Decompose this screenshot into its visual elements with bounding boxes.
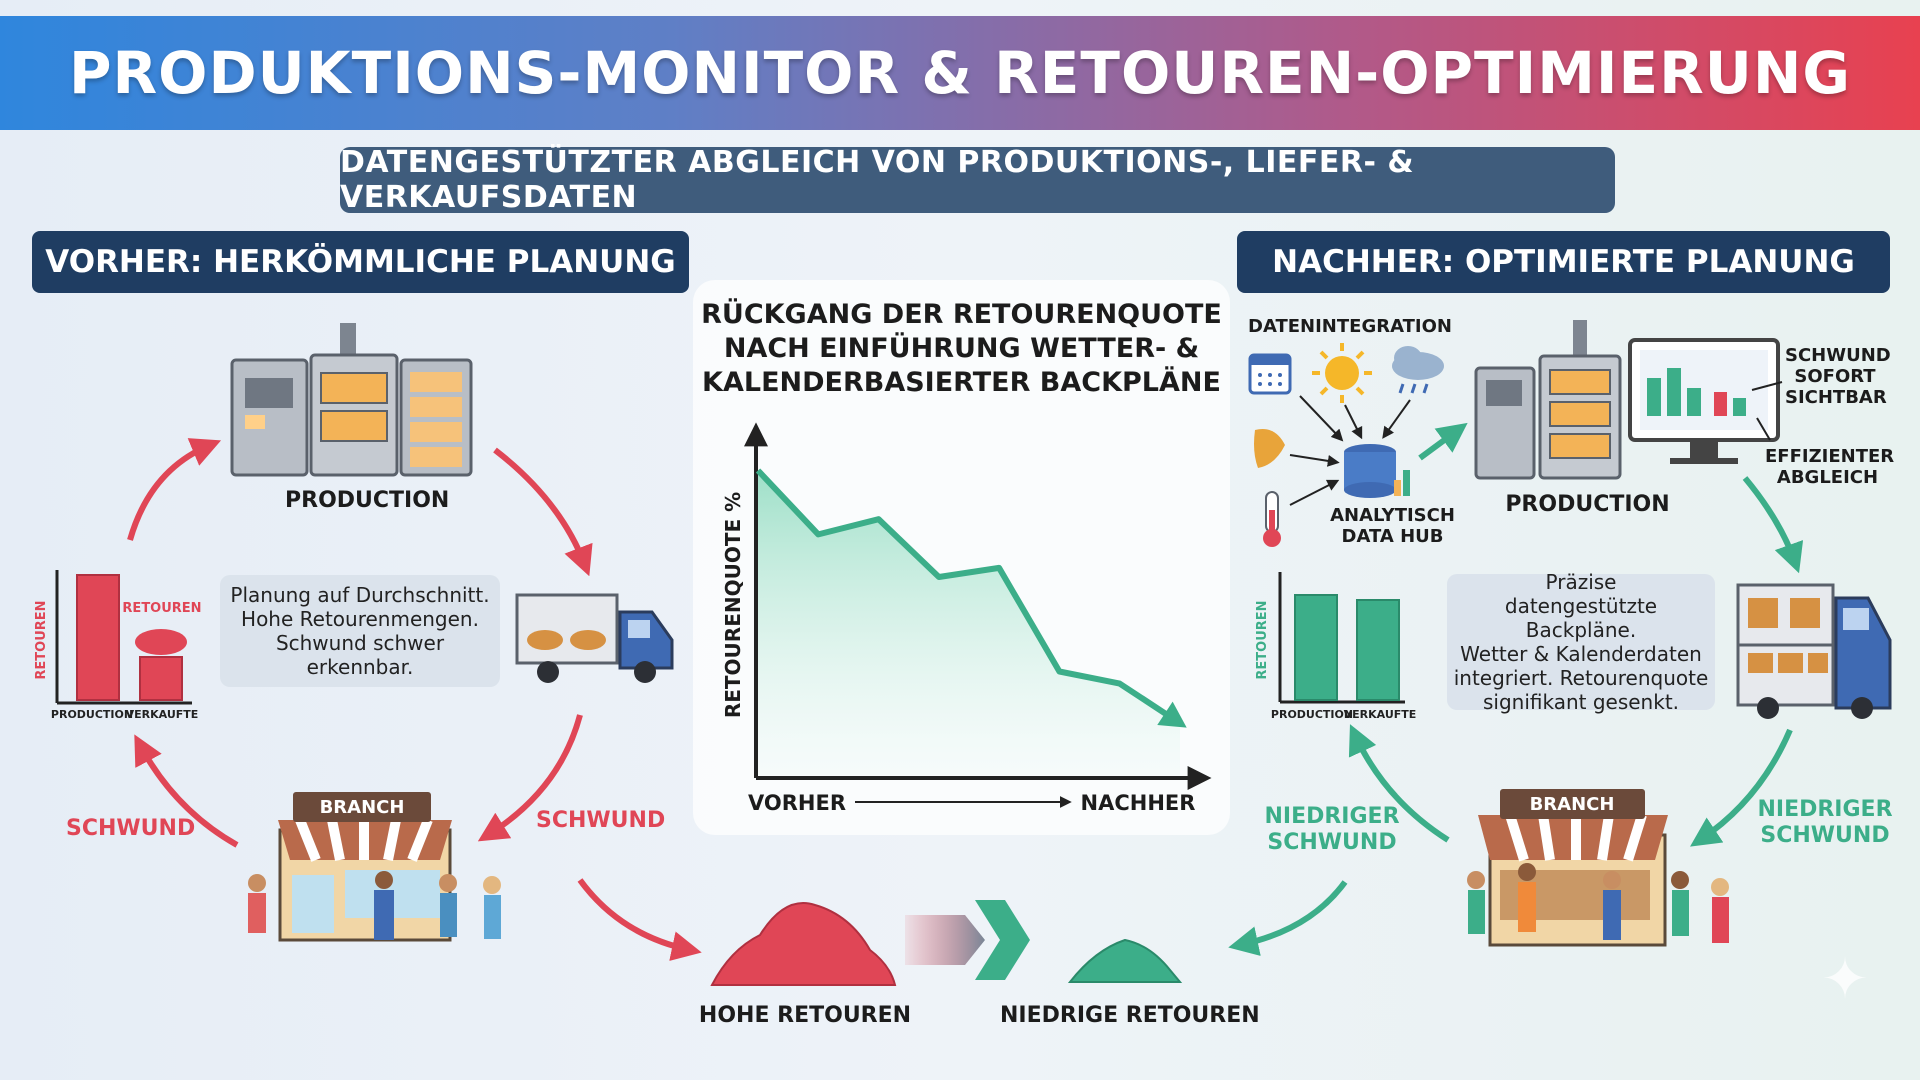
monitor-note: SCHWUND SOFORT SICHTBAR xyxy=(1785,345,1891,408)
efficiency-note-line: EFFIZIENTER xyxy=(1765,446,1895,467)
info-line: Hohe Retourenmengen. xyxy=(241,607,479,631)
info-line: signifikant gesenkt. xyxy=(1482,690,1680,714)
branch-store-icon xyxy=(1467,789,1729,947)
thermometer-icon xyxy=(1263,491,1281,547)
before-section-title: VORHER: HERKÖMMLICHE PLANUNG xyxy=(32,231,689,293)
shrink-label-right: NIEDRIGER SCHWUND xyxy=(1755,797,1895,849)
before-bar-xlabel: VERKAUFTE xyxy=(126,708,199,721)
cycle-arrow xyxy=(134,734,239,848)
after-bar-xlabel: PRODUCTION xyxy=(1271,708,1353,721)
page-title: PRODUKTIONS-MONITOR & RETOUREN-OPTIMIERU… xyxy=(68,39,1852,107)
monitor-note-line: SCHWUND xyxy=(1785,345,1891,366)
chart-title: RÜCKGANG DER RETOURENQUOTE NACH EINFÜHRU… xyxy=(693,298,1230,400)
cycle-arrow xyxy=(127,438,222,541)
page-subtitle: DATENGESTÜTZTER ABGLEICH VON PRODUKTIONS… xyxy=(340,145,1615,215)
chart-xlabel-end: NACHHER xyxy=(1081,791,1196,815)
info-line: Wetter & Kalenderdaten xyxy=(1460,642,1702,666)
info-line: Planung auf Durchschnitt. xyxy=(230,583,490,607)
sun-icon xyxy=(1312,343,1372,403)
chart-series-line xyxy=(755,468,1182,726)
production-machines-icon xyxy=(1474,320,1622,480)
before-info-box: Planung auf Durchschnitt. Hohe Retourenm… xyxy=(220,575,500,687)
info-line: integriert. Retourenquote xyxy=(1453,666,1709,690)
cycle-arrow xyxy=(1690,728,1793,847)
hub-label-line: ANALYTISCH xyxy=(1330,505,1455,526)
high-returns-label: HOHE RETOUREN xyxy=(698,1003,912,1028)
sparkle-icon: ✦ xyxy=(1821,947,1869,1012)
rain-cloud-icon xyxy=(1392,346,1444,394)
info-line: Präzise xyxy=(1545,570,1617,594)
delivery-truck-icon xyxy=(1736,583,1892,719)
chart-trend-arrowhead xyxy=(1157,701,1187,728)
efficiency-note: EFFIZIENTER ABGLEICH xyxy=(1765,446,1895,488)
hub-to-production-arrow xyxy=(1418,422,1468,461)
database-hub-icon xyxy=(1344,444,1410,498)
after-bar-chart xyxy=(1278,572,1405,704)
hub-label: ANALYTISCH DATA HUB xyxy=(1320,505,1465,547)
after-section-title: NACHHER: OPTIMIERTE PLANUNG xyxy=(1237,231,1890,293)
high-returns-pile-icon xyxy=(710,902,897,986)
low-returns-label: NIEDRIGE RETOUREN xyxy=(1000,1003,1260,1028)
after-bar-xlabel: VERKAUFTE xyxy=(1344,708,1417,721)
info-line: datengestützte Backpläne. xyxy=(1504,594,1658,642)
branch-store-icon xyxy=(248,792,501,942)
branch-label: BRANCH xyxy=(1530,794,1615,815)
chart-title-line: RÜCKGANG DER RETOURENQUOTE xyxy=(701,299,1222,330)
data-integration-label: DATENINTEGRATION xyxy=(1248,316,1452,337)
cycle-arrow xyxy=(1742,476,1804,574)
chart-ylabel: RETOURENQUOTE % xyxy=(721,492,745,718)
low-returns-pile-icon xyxy=(1067,938,1183,983)
shrink-label-left: NIEDRIGER SCHWUND xyxy=(1262,804,1402,856)
transition-arrow xyxy=(905,915,985,965)
before-bar-chart xyxy=(55,570,192,705)
note-pointer-lines xyxy=(1751,381,1783,441)
cycle-arrow xyxy=(477,714,583,842)
chart-points xyxy=(757,470,1187,728)
after-bar-ylabel: RETOUREN xyxy=(1255,600,1270,679)
chart-title-line: NACH EINFÜHRUNG WETTER- & xyxy=(723,333,1200,364)
shrink-label-line: NIEDRIGER xyxy=(1757,797,1893,822)
integration-arrows xyxy=(1289,395,1411,506)
before-bar-xlabel: PRODUCTION xyxy=(51,708,133,721)
chart-xlabel-start: VORHER xyxy=(748,791,846,815)
production-label: PRODUCTION xyxy=(285,488,450,513)
transition-arrow xyxy=(975,900,1030,980)
shrink-label-left: SCHWUND xyxy=(66,816,196,841)
flow-arrow xyxy=(577,878,702,961)
efficiency-note-line: ABGLEICH xyxy=(1776,467,1879,488)
chart-axes xyxy=(744,422,1212,808)
branch-label: BRANCH xyxy=(320,797,405,818)
monitor-note-line: SOFORT xyxy=(1794,366,1876,387)
info-line: Schwund schwer erkennbar. xyxy=(275,631,445,679)
shrink-label-line: SCHWUND xyxy=(1760,823,1890,848)
chart-title-line: KALENDERBASIERTER BACKPLÄNE xyxy=(702,367,1221,398)
monitor-dashboard-icon xyxy=(1628,338,1780,464)
cycle-arrow xyxy=(493,447,593,577)
shrink-label-right: SCHWUND xyxy=(536,808,666,833)
leaf-icon xyxy=(1254,429,1285,468)
header-banner: PRODUKTIONS-MONITOR & RETOUREN-OPTIMIERU… xyxy=(0,16,1920,130)
hub-label-line: DATA HUB xyxy=(1341,526,1444,547)
production-machines-icon xyxy=(230,323,473,477)
shrink-label-line: SCHWUND xyxy=(1267,830,1397,855)
delivery-truck-icon xyxy=(515,593,674,683)
cycle-arrow xyxy=(1348,724,1450,843)
chart-area-fill xyxy=(758,470,1180,775)
flow-arrow xyxy=(1228,880,1348,956)
before-bar-annotation: RETOUREN xyxy=(122,601,201,616)
calendar-icon xyxy=(1248,353,1292,395)
production-label: PRODUCTION xyxy=(1505,492,1670,517)
before-bar-ylabel: RETOUREN xyxy=(34,600,49,679)
monitor-note-line: SICHTBAR xyxy=(1785,387,1887,408)
shrink-label-line: NIEDRIGER xyxy=(1264,804,1400,829)
after-info-box: Präzise datengestützte Backpläne. Wetter… xyxy=(1447,570,1715,714)
